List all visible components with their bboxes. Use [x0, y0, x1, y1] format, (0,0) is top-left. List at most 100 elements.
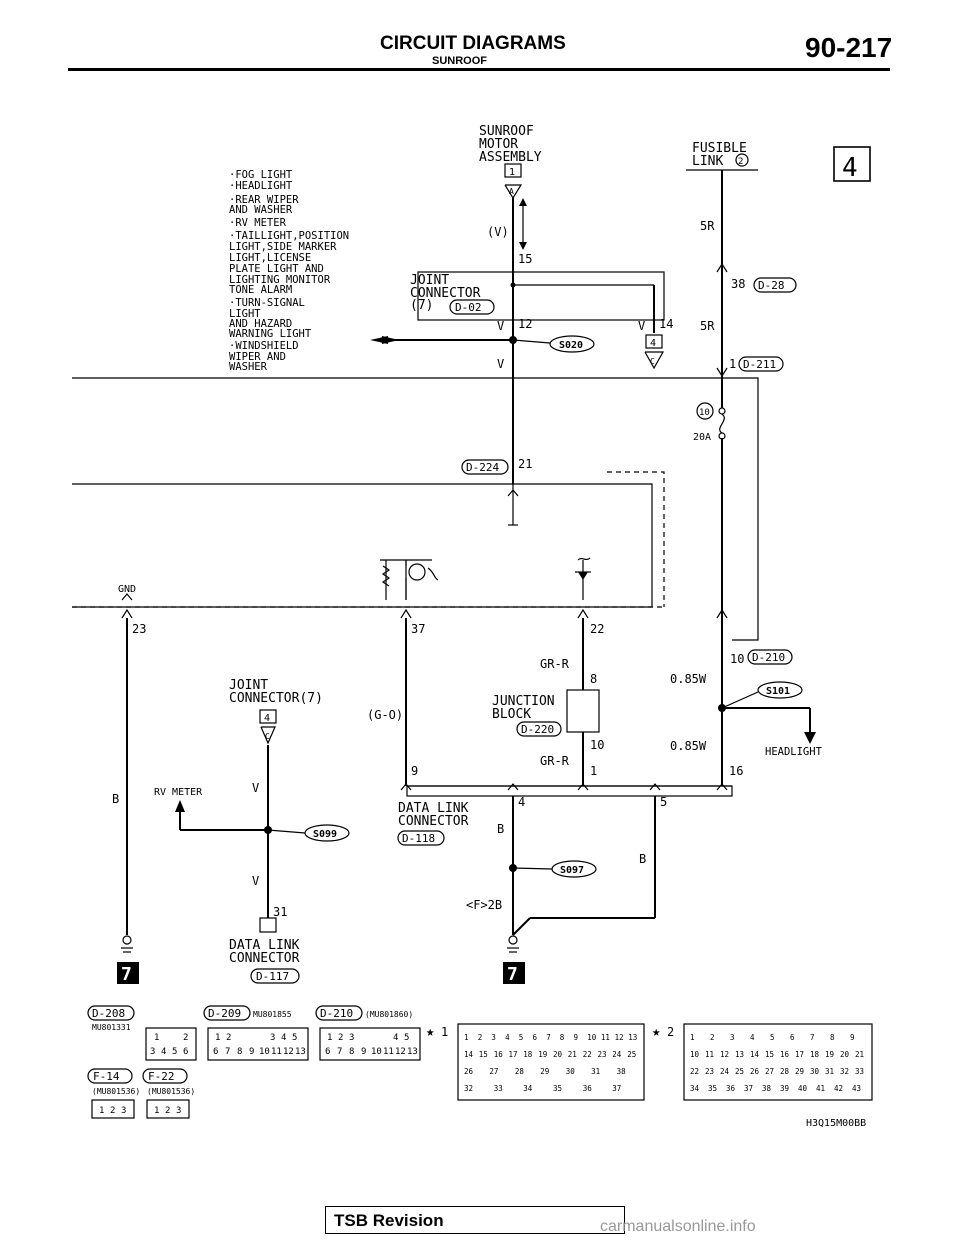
joint-pin-4: 4 — [650, 338, 656, 349]
legend-pin: 25 — [627, 1050, 636, 1059]
wire-color-gr-r: GR-R — [540, 754, 570, 768]
circuit-item: LIGHT,SIDE MARKER — [229, 241, 337, 253]
arrows — [175, 198, 816, 812]
legend-pin: 39 — [780, 1084, 789, 1093]
rv-meter-label: RV METER — [154, 787, 203, 798]
fuse-number: 10 — [699, 408, 710, 418]
legend-pin: 3 — [121, 1106, 126, 1116]
legend-pin: 12 — [720, 1050, 729, 1059]
connector-code-d211: D-211 — [743, 358, 776, 371]
legend-pin: 15 — [765, 1050, 774, 1059]
legend-pin: 2 — [183, 1033, 188, 1043]
legend-pin: 12 — [395, 1047, 406, 1057]
legend-pin: 6 — [213, 1047, 218, 1057]
page-number: 90-217 — [805, 32, 893, 63]
pin-12: 12 — [518, 317, 532, 331]
internal-circuit-symbols — [380, 524, 591, 600]
pin-1: 1 — [729, 357, 736, 371]
pin-23: 23 — [132, 622, 146, 636]
circuit-item: ·TAILLIGHT,POSITION — [229, 230, 349, 242]
legend-pin: 18 — [523, 1050, 533, 1059]
legend-pin: 22 — [690, 1067, 699, 1076]
wire-color-5r: 5R — [700, 219, 715, 233]
pin-16: 16 — [729, 764, 743, 778]
legend-d209-part: MU801855 — [253, 1010, 292, 1019]
circuit-item: WIPER AND — [229, 351, 286, 363]
legend-pin: 40 — [798, 1084, 808, 1093]
legend-pin: 41 — [816, 1084, 825, 1093]
wire-color-v: V — [252, 781, 259, 795]
sheet-number: 4 — [842, 153, 858, 183]
legend-pin: 8 — [237, 1047, 242, 1057]
tsb-revision-box: TSB Revision — [325, 1206, 625, 1234]
legend-pin: 8 — [560, 1033, 565, 1042]
joint-connector-top-1: JOINT — [410, 273, 449, 288]
wire-color-v: V — [497, 319, 504, 333]
legend-pin: 28 — [780, 1067, 790, 1076]
legend-pin: 34 — [523, 1084, 533, 1093]
legend-pin: 13 — [407, 1047, 418, 1057]
legend-pin: 29 — [795, 1067, 804, 1076]
legend-pin: 16 — [494, 1050, 504, 1059]
pin-1: 1 — [590, 764, 597, 778]
legend-pin: 11 — [601, 1033, 610, 1042]
data-link-connector-1: DATA LINK — [398, 801, 469, 816]
circuit-item: AND HAZARD — [229, 318, 292, 330]
circuit-item: LIGHT — [229, 308, 261, 320]
legend-d210-code: D-210 — [320, 1007, 353, 1020]
legend-pin: 4 — [393, 1033, 398, 1043]
legend-pin: 2 — [338, 1033, 343, 1043]
data-link-connector-2: CONNECTOR — [398, 814, 469, 829]
legend-pin: 8 — [830, 1033, 835, 1042]
legend-pin: 2 — [165, 1106, 170, 1116]
legend-pin: 2 — [710, 1033, 715, 1042]
ground-symbols — [121, 935, 519, 953]
legend-pin: 14 — [464, 1050, 474, 1059]
joint-connector-top-2: CONNECTOR — [410, 286, 481, 301]
legend-pin: 5 — [519, 1033, 524, 1042]
splice-s099: S099 — [313, 829, 337, 840]
circuit-item: ·FOG LIGHT — [229, 169, 293, 181]
circuits-list: ·FOG LIGHT ·HEADLIGHT ·REAR WIPER AND WA… — [229, 169, 349, 373]
splice-s101: S101 — [766, 686, 790, 697]
connector-code-ovals — [250, 163, 797, 984]
legend-pin: 31 — [591, 1067, 600, 1076]
circuit-item: TONE ALARM — [229, 284, 292, 296]
legend-pin: 13 — [735, 1050, 744, 1059]
fuse-rating: 20A — [693, 432, 711, 443]
junction-block-2: BLOCK — [492, 707, 531, 722]
legend-f14-part: (MU801536) — [92, 1087, 140, 1096]
legend-pin: 4 — [505, 1033, 510, 1042]
splice-s020-oval — [549, 335, 595, 353]
wire-color-b: B — [497, 822, 504, 836]
legend-pin: 9 — [249, 1047, 254, 1057]
legend-pin: 6 — [325, 1047, 330, 1057]
circuit-item: ·HEADLIGHT — [229, 180, 293, 192]
legend-pin: 3 — [176, 1106, 181, 1116]
legend-pin: 32 — [840, 1067, 849, 1076]
legend-pin: 26 — [464, 1067, 474, 1076]
pin-10: 10 — [730, 652, 744, 666]
pin-31: 31 — [273, 905, 287, 919]
legend-pin: 24 — [612, 1050, 622, 1059]
wire-color-g-o: (G-O) — [367, 708, 403, 722]
legend-pin: 33 — [855, 1067, 864, 1076]
legend-pin: 10 — [371, 1047, 382, 1057]
legend-pin: 33 — [494, 1084, 503, 1093]
splice-dots — [264, 282, 726, 872]
circuit-item: ·REAR WIPER — [229, 194, 299, 206]
legend-pin: 23 — [705, 1067, 714, 1076]
legend-star1-mark: 1 — [441, 1025, 448, 1039]
splice-s099-oval — [304, 824, 350, 842]
pin-10: 10 — [590, 738, 604, 752]
legend-pin: 1 — [215, 1033, 220, 1043]
legend-pin: 21 — [855, 1050, 864, 1059]
legend-pin: 11 — [383, 1047, 394, 1057]
circuit-item: ·WINDSHIELD — [229, 340, 299, 352]
connector-code-d224: D-224 — [466, 461, 499, 474]
fusible-link-label-2: LINK — [692, 154, 723, 169]
header-rule — [68, 68, 890, 71]
wire-color-085w: 0.85W — [670, 672, 707, 686]
